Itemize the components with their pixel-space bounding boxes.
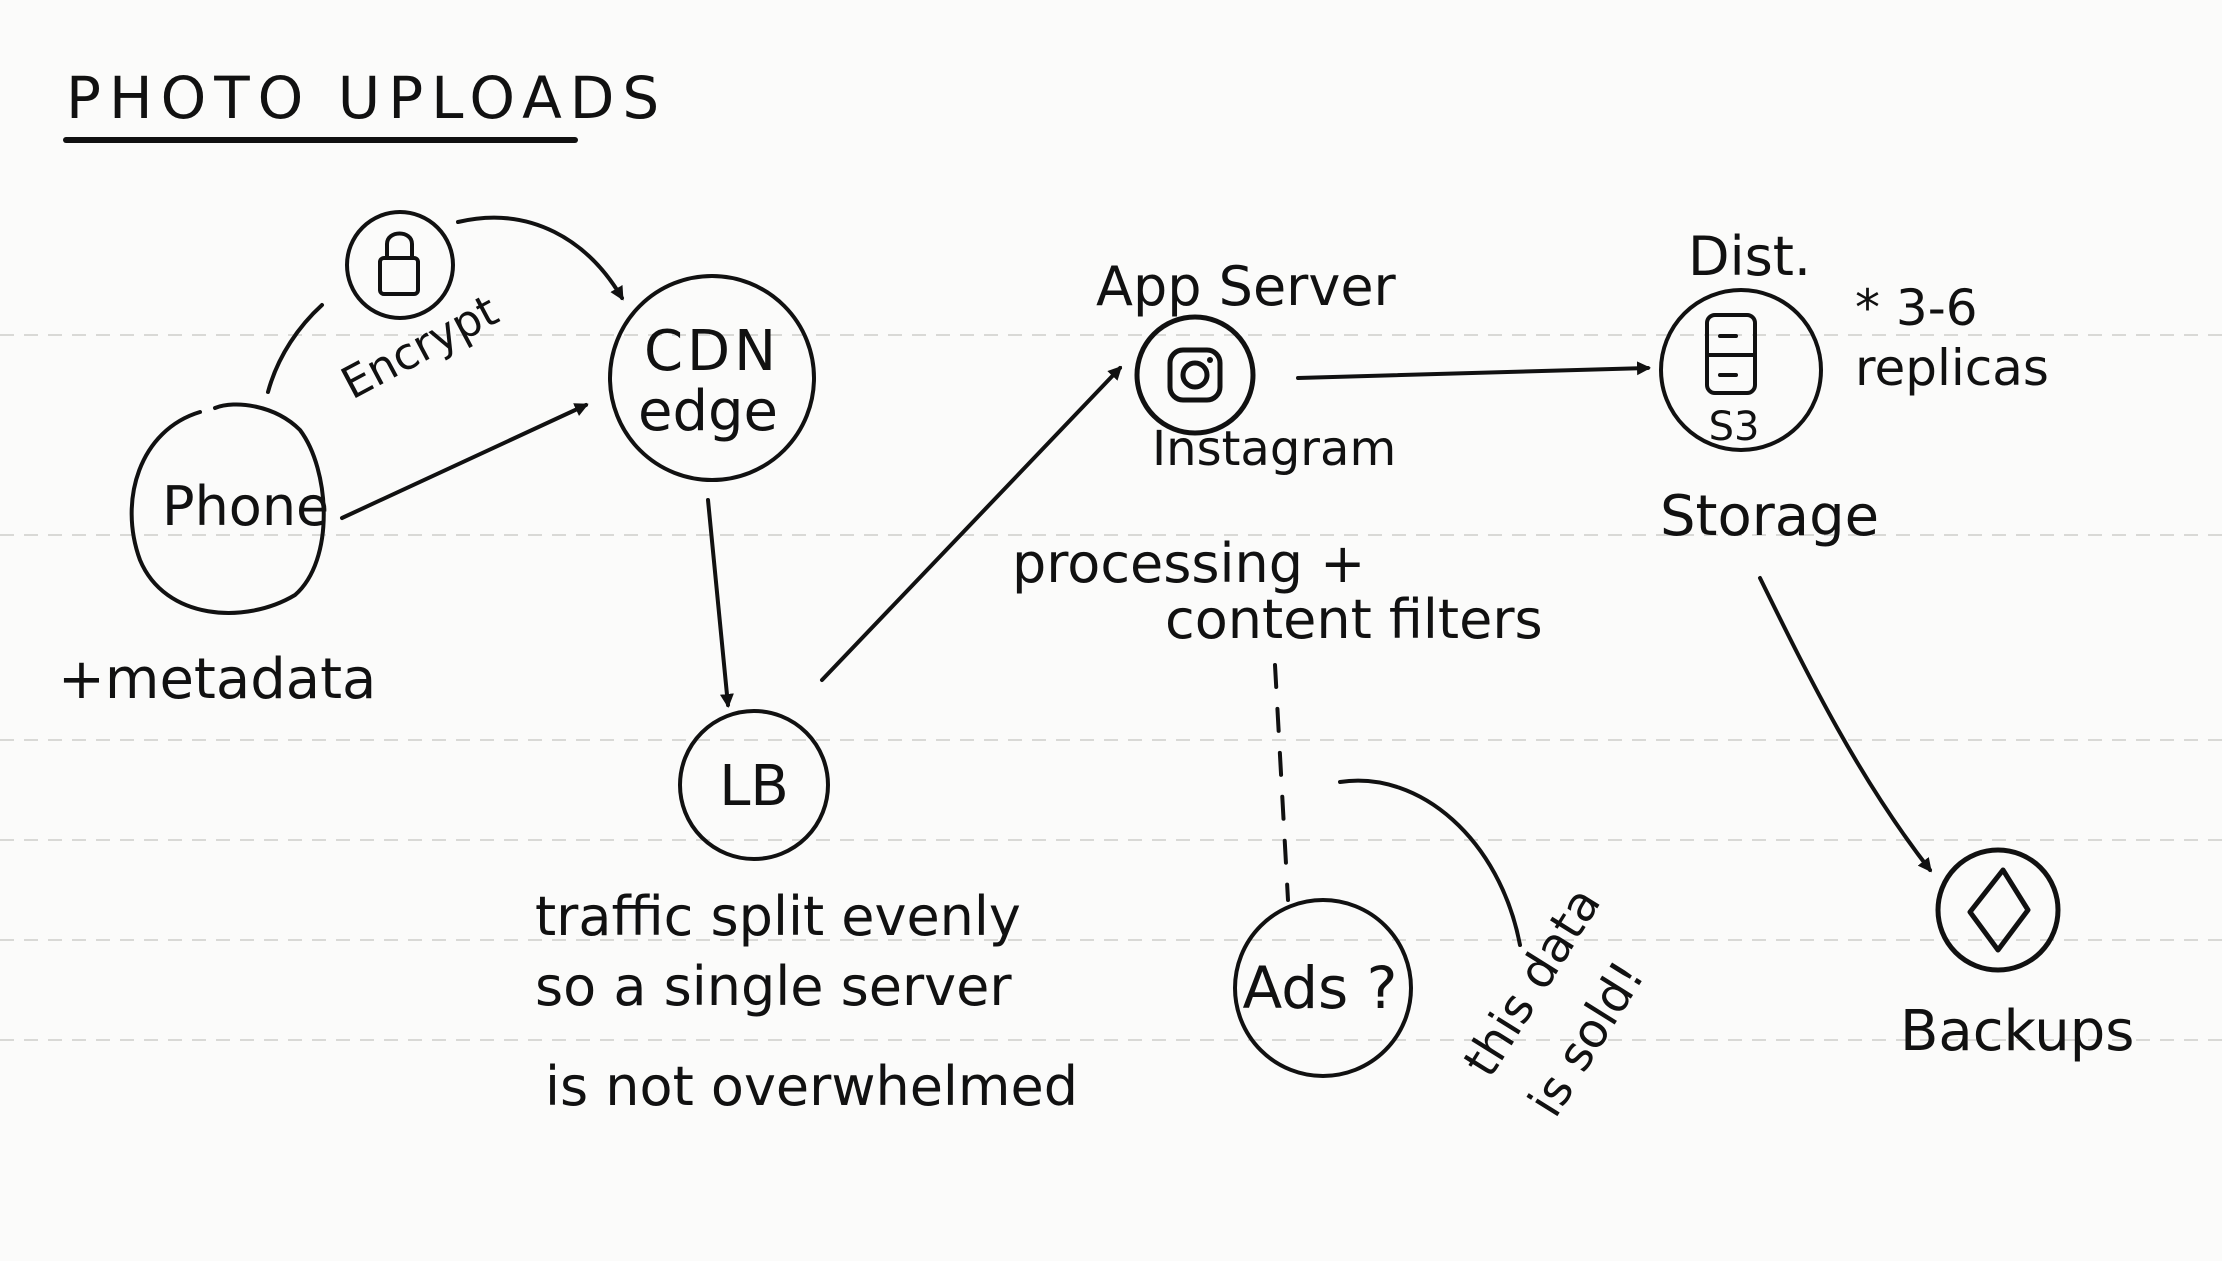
edge-label: edge — [638, 379, 778, 444]
sold-callout-line — [1338, 778, 1522, 947]
traffic-line-1: traffic split evenly — [535, 885, 1021, 948]
backups-node — [1935, 847, 2061, 973]
lock-to-cdn-arrow — [456, 215, 624, 301]
phone-to-lock-line — [266, 303, 324, 394]
lock-node — [345, 210, 455, 320]
backups-circle — [1935, 847, 2061, 973]
lb-to-app-arrow — [820, 365, 1123, 682]
encrypt-label: Encrypt — [333, 285, 506, 409]
traffic-line-3: is not overwhelmed — [545, 1055, 1078, 1118]
database-icon — [1705, 313, 1757, 395]
instagram-icon — [1167, 347, 1223, 403]
storage-circle — [1659, 288, 1823, 452]
processing-line-2: content filters — [1165, 588, 1543, 651]
dist-label: Dist. — [1688, 225, 1811, 288]
diamond-icon — [1967, 867, 2031, 953]
phone-label: Phone — [162, 475, 329, 538]
app-to-ads-dashed-line — [1273, 663, 1290, 902]
replicas-line-2: replicas — [1855, 339, 2049, 397]
lb-label: LB — [719, 754, 789, 819]
storage-to-backups-arrow — [1758, 576, 1932, 873]
app-server-circle — [1134, 314, 1256, 436]
lb-circle — [678, 709, 830, 861]
paper-rules — [0, 334, 2222, 1041]
instagram-label: Instagram — [1152, 421, 1396, 477]
replicas-line-1: * 3-6 — [1855, 279, 1978, 337]
app-server-node — [1134, 314, 1256, 436]
ads-node: Ads ? — [1233, 898, 1413, 1078]
processing-line-1: processing + — [1012, 532, 1365, 595]
ads-circle — [1233, 898, 1413, 1078]
lock-circle — [345, 210, 455, 320]
storage-node: S3 — [1659, 288, 1823, 452]
ads-label: Ads ? — [1243, 954, 1398, 1022]
app-to-storage-arrow — [1296, 361, 1651, 380]
cdn-label: CDN — [644, 319, 780, 384]
cdn-to-lb-arrow — [706, 498, 734, 708]
phone-circle — [129, 402, 326, 615]
lock-icon — [378, 231, 420, 296]
app-server-label: App Server — [1096, 255, 1397, 318]
s3-label: S3 — [1709, 404, 1760, 450]
cdn-edge-node: CDN edge — [608, 274, 816, 482]
phone-to-cdn-arrow — [340, 403, 589, 520]
storage-label: Storage — [1660, 484, 1879, 549]
page-title: PHOTO UPLOADS — [66, 64, 667, 132]
phone-node: Phone — [129, 402, 329, 615]
backups-label: Backups — [1900, 999, 2134, 1064]
traffic-line-2: so a single server — [535, 955, 1012, 1018]
lb-node: LB — [678, 709, 830, 861]
cdn-circle — [608, 274, 816, 482]
metadata-label: +metadata — [58, 647, 376, 712]
